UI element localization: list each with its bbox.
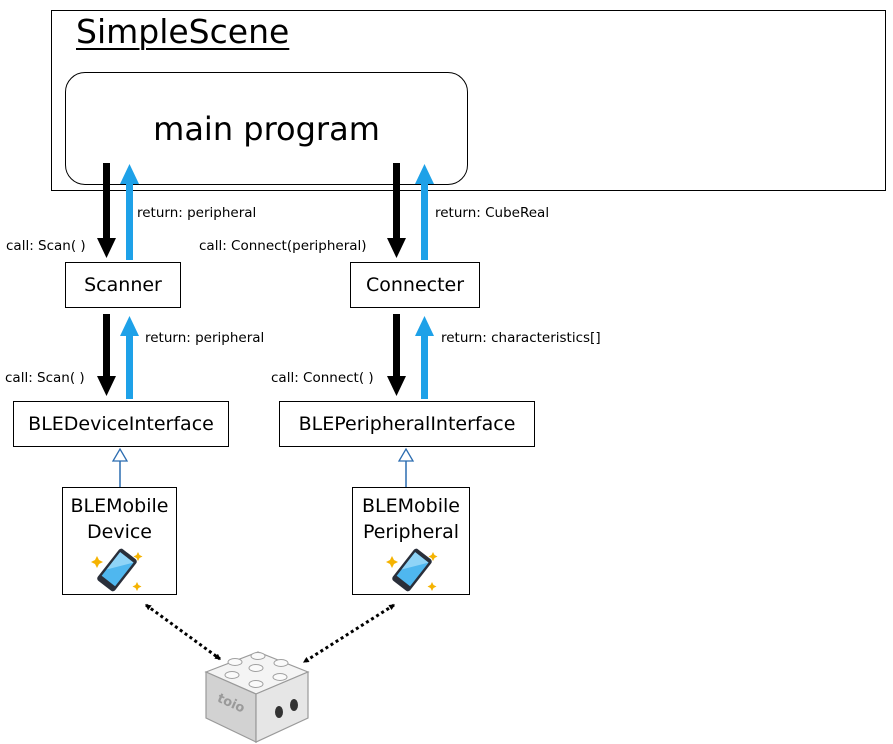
scanner-label: Scanner bbox=[84, 274, 162, 296]
label-main-connecter-return: return: CubeReal bbox=[435, 205, 550, 221]
return-arrow-peripheral-connecter bbox=[415, 316, 434, 399]
smartphone-icon bbox=[392, 548, 432, 592]
inherit-arrow-device bbox=[111, 447, 129, 487]
label-connecter-peripheral-return: return: characteristics[] bbox=[441, 330, 601, 346]
ble-mobile-device-line1: BLEMobile bbox=[70, 495, 169, 517]
label-main-scanner-return: return: peripheral bbox=[137, 205, 257, 221]
label-scanner-device-call: call: Scan( ) bbox=[5, 370, 85, 386]
main-program-label: main program bbox=[153, 109, 380, 148]
sparkle-icon bbox=[386, 552, 438, 591]
connecter-box: Connecter bbox=[350, 262, 480, 308]
ble-mobile-peripheral-line2: Peripheral bbox=[362, 521, 460, 543]
return-arrow-device-scanner bbox=[120, 316, 139, 399]
toio-cube-icon: toio bbox=[204, 651, 310, 743]
scene-title: SimpleScene bbox=[76, 12, 290, 51]
label-main-scanner-call: call: Scan( ) bbox=[6, 238, 86, 254]
call-arrow-connecter-peripheral bbox=[387, 314, 406, 396]
smartphone-icon bbox=[97, 548, 137, 592]
call-arrow-scanner-device bbox=[97, 314, 116, 396]
ble-mobile-peripheral-line1: BLEMobile bbox=[362, 495, 460, 517]
simplescene-frame bbox=[51, 10, 886, 191]
sparkle-icon bbox=[91, 552, 143, 591]
call-arrow-main-connecter bbox=[387, 163, 406, 258]
ble-peripheral-interface-box: BLEPeripheralInterface bbox=[279, 401, 535, 447]
return-arrow-scanner-main bbox=[120, 164, 139, 260]
ble-device-interface-box: BLEDeviceInterface bbox=[13, 401, 229, 447]
label-scanner-device-return: return: peripheral bbox=[145, 330, 265, 346]
ble-peripheral-interface-label: BLEPeripheralInterface bbox=[298, 413, 516, 435]
label-connecter-peripheral-call: call: Connect( ) bbox=[271, 370, 374, 386]
main-program-box: main program bbox=[65, 72, 468, 185]
scanner-box: Scanner bbox=[65, 262, 181, 308]
ble-device-interface-label: BLEDeviceInterface bbox=[28, 413, 214, 435]
connecter-label: Connecter bbox=[365, 274, 465, 296]
ble-mobile-device-line2: Device bbox=[87, 521, 152, 543]
ble-link-peripheral-cube bbox=[302, 603, 396, 664]
label-main-connecter-call: call: Connect(peripheral) bbox=[199, 238, 367, 254]
ble-link-device-cube bbox=[145, 603, 221, 661]
call-arrow-main-scanner bbox=[97, 163, 116, 258]
return-arrow-connecter-main bbox=[415, 164, 434, 260]
inherit-arrow-peripheral bbox=[397, 447, 415, 487]
